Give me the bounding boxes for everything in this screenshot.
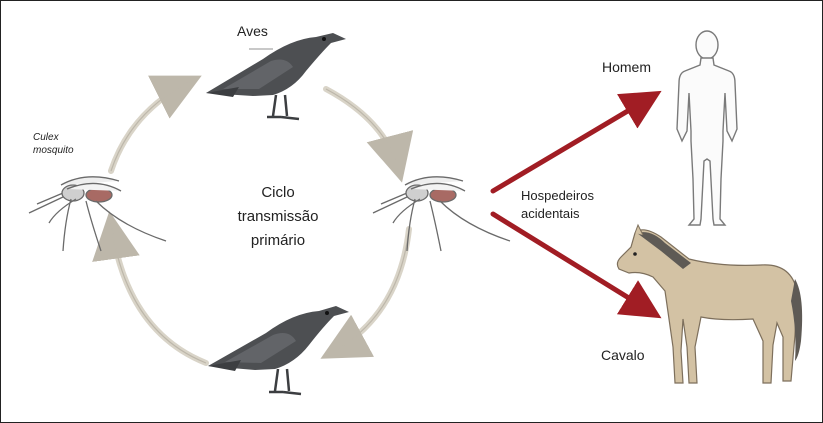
label-culex-line1: Culex bbox=[33, 131, 74, 144]
arrow-to-human bbox=[493, 96, 653, 191]
label-hosp-line1: Hospedeiros bbox=[521, 187, 594, 205]
label-cavalo: Cavalo bbox=[601, 347, 645, 363]
mosquito-right-icon bbox=[373, 177, 510, 251]
label-culex-line2: mosquito bbox=[33, 144, 74, 157]
label-cycle-line2: transmissão bbox=[203, 205, 353, 229]
arrow-mosquito-to-top-bird bbox=[111, 81, 191, 171]
label-homem: Homem bbox=[602, 59, 651, 75]
horse-icon bbox=[617, 225, 802, 383]
label-culex-mosquito: Culex mosquito bbox=[33, 131, 74, 157]
label-hosp-line2: acidentais bbox=[521, 205, 594, 223]
bird-bottom-icon bbox=[208, 306, 349, 394]
label-primary-cycle: Ciclo transmissão primário bbox=[203, 181, 353, 253]
label-aves: Aves bbox=[237, 23, 268, 39]
bird-top-icon bbox=[206, 33, 346, 119]
arrow-top-bird-to-mosquito bbox=[326, 89, 399, 171]
label-cycle-line3: primário bbox=[203, 229, 353, 253]
label-cycle-line1: Ciclo bbox=[203, 181, 353, 205]
label-accidental-hosts: Hospedeiros acidentais bbox=[521, 187, 594, 223]
human-icon bbox=[677, 31, 737, 225]
mosquito-left-icon bbox=[29, 177, 166, 251]
arrow-bottom-bird-to-mosquito bbox=[111, 223, 206, 363]
